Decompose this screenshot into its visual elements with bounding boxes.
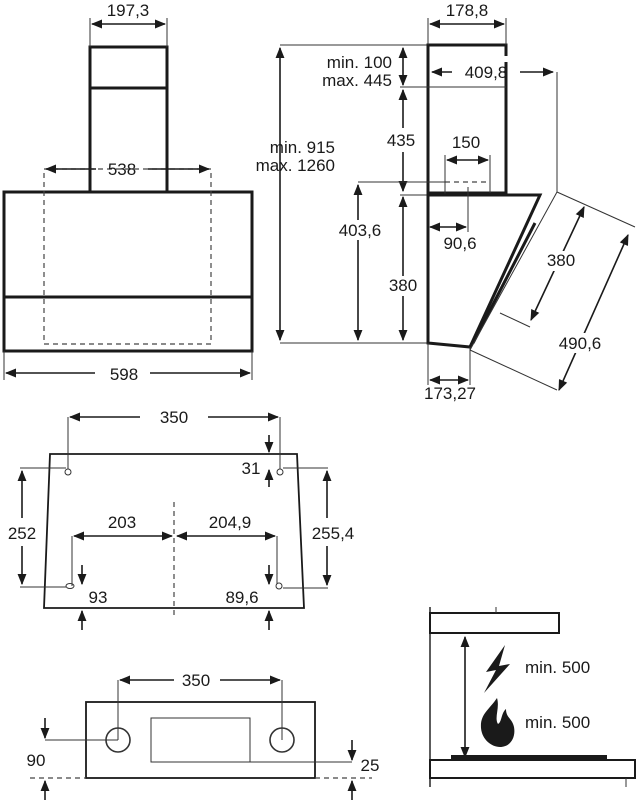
dim-right-half: 204,9 <box>209 513 252 532</box>
dim-right-bottom: 89,6 <box>225 588 258 607</box>
dim-top-offset: 31 <box>242 459 261 478</box>
dim-inner-width: 538 <box>108 160 136 179</box>
hob-burner <box>451 755 607 760</box>
hood-shelf <box>429 612 560 634</box>
lightning-icon <box>484 645 510 693</box>
mounting-hole <box>275 582 283 590</box>
dim-projection: 409,8 <box>465 63 508 82</box>
dim-left-offset: 90 <box>27 751 46 770</box>
dim-bottom-depth: 173,27 <box>424 384 476 403</box>
dim-chimney-depth: 178,8 <box>446 1 489 20</box>
hood-body <box>2 190 254 353</box>
gas-clearance-label: min. 500 <box>525 713 590 732</box>
dim-left-half: 203 <box>108 513 136 532</box>
dim-top-gap-max: max. 445 <box>322 71 392 90</box>
hob <box>429 759 636 779</box>
side-view: 178,8 409,8 min. 100 max. 445 435 min. 9… <box>256 1 636 403</box>
dim-top-hole-spacing: 350 <box>182 671 210 690</box>
front-view: 197,3 538 598 <box>2 1 254 384</box>
clearance-view: min. 500 min. 500 <box>429 607 636 787</box>
dim-total-height-min: min. 915 <box>270 138 335 157</box>
dim-hole-spacing: 350 <box>160 408 188 427</box>
mounting-hole <box>276 468 284 476</box>
dim-hood-height: 380 <box>389 276 417 295</box>
mounting-view: 350 31 252 255,4 203 204,9 93 89,6 <box>8 408 354 630</box>
dim-left-bottom: 93 <box>89 588 108 607</box>
dim-chimney-width: 197,3 <box>107 1 150 20</box>
dim-left-height: 252 <box>8 524 36 543</box>
dim-total-width: 598 <box>110 365 138 384</box>
mounting-hole <box>65 583 75 589</box>
dim-panel-inner: 380 <box>547 251 575 270</box>
dim-chimney-height: 435 <box>387 131 415 150</box>
dim-total-height-max: max. 1260 <box>256 156 335 175</box>
dim-panel-length: 490,6 <box>559 334 602 353</box>
dim-outlet-offset: 90,6 <box>443 234 476 253</box>
top-view: 350 90 25 <box>27 671 380 800</box>
dim-right-height: 255,4 <box>312 524 355 543</box>
electric-clearance-label: min. 500 <box>525 658 590 677</box>
dim-top-gap-min: min. 100 <box>327 53 392 72</box>
flame-icon <box>480 698 515 747</box>
mounting-hole <box>64 468 72 476</box>
dim-right-offset: 25 <box>361 756 380 775</box>
dim-outlet-width: 150 <box>452 133 480 152</box>
dim-hood-height-outer: 403,6 <box>339 221 382 240</box>
